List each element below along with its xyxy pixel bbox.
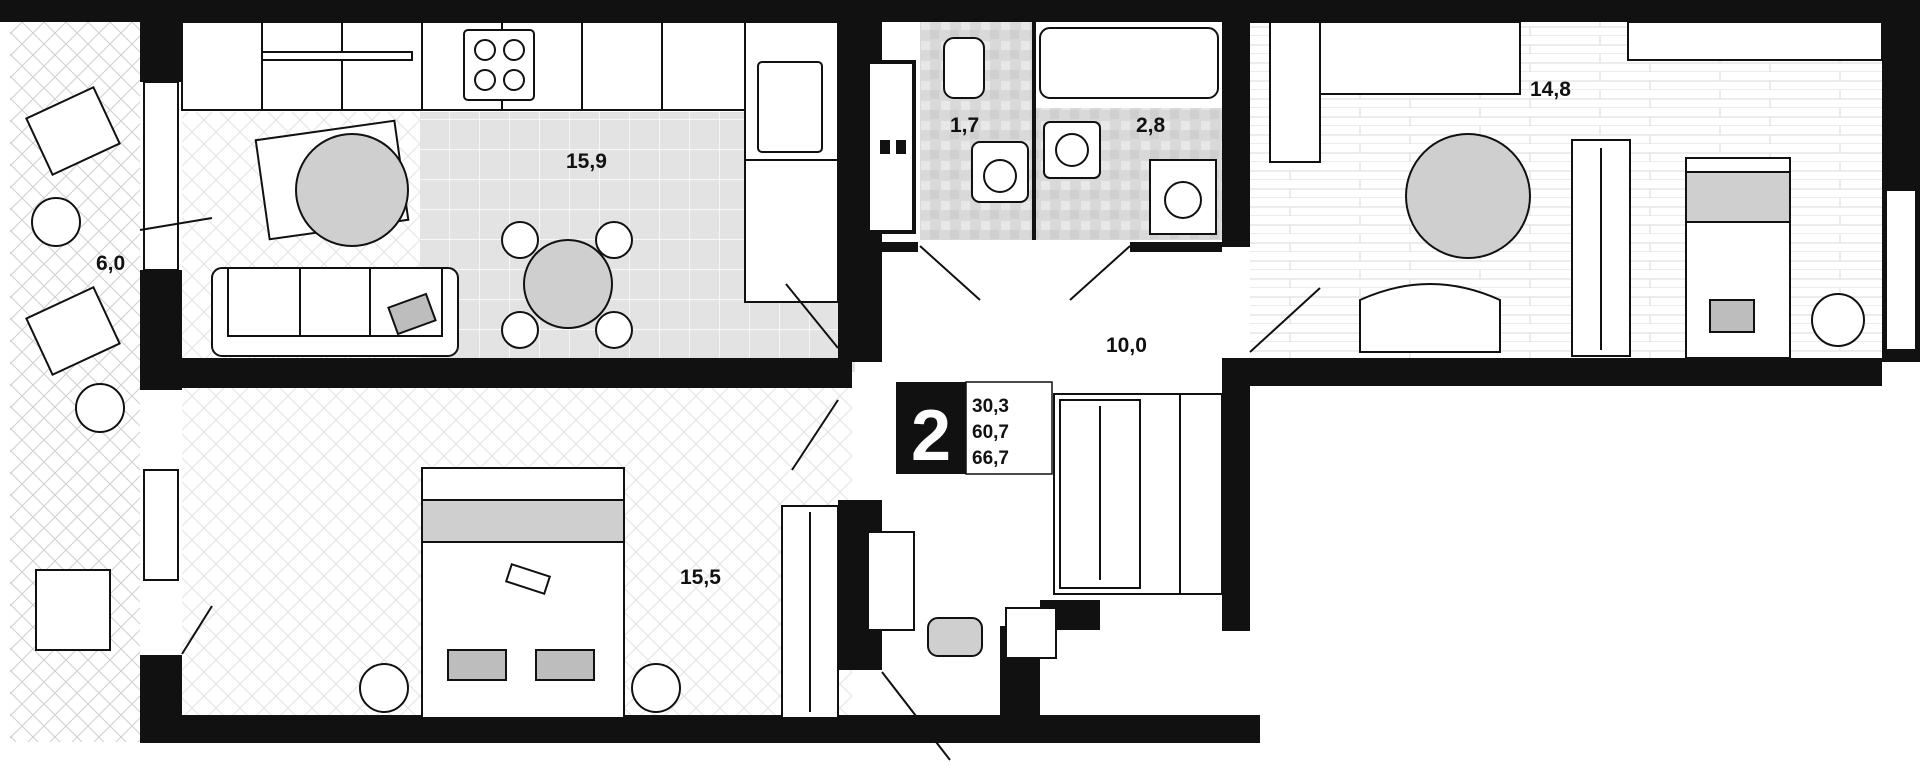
hall-rug [927, 617, 983, 657]
shoe-bench [867, 531, 915, 631]
wardrobe-right [1571, 139, 1631, 357]
wardrobe-left [781, 505, 839, 719]
room-area-kitchen-living: 15,9 [566, 150, 607, 173]
desk-area [1250, 21, 1883, 163]
bed-left [421, 467, 625, 719]
room-area-bedroom-left: 15,5 [680, 566, 721, 589]
room-area-toilet: 1,7 [950, 114, 979, 137]
round-rug-right [1405, 133, 1531, 259]
armchair-right [1359, 283, 1501, 353]
room-area-balcony: 6,0 [96, 252, 125, 275]
hall-wardrobe [1053, 393, 1223, 595]
room-area-hall: 10,0 [1106, 334, 1147, 357]
rooms-count: 2 [911, 396, 951, 476]
totals-box [965, 381, 1053, 475]
total-living-area: 30,3 [972, 396, 1009, 417]
bed-right [1685, 157, 1791, 359]
side-table-right [1811, 293, 1865, 347]
dining-table [501, 221, 633, 349]
round-rug [295, 133, 409, 247]
bathroom-fixtures [1039, 27, 1219, 235]
balcony-furniture [25, 85, 125, 651]
toilet-fixtures [943, 37, 1029, 203]
door-swings [139, 217, 1321, 761]
kitchen-counter [181, 21, 839, 303]
total-area: 60,7 [972, 422, 1009, 443]
room-area-bedroom-right: 14,8 [1530, 78, 1571, 101]
sofa [211, 267, 459, 357]
windows [143, 81, 1917, 581]
room-area-bathroom: 2,8 [1136, 114, 1166, 137]
hall-stool [1005, 607, 1057, 659]
rooms-badge [896, 382, 966, 474]
nightstand-left [359, 663, 409, 713]
nightstand-right [631, 663, 681, 713]
shaft [866, 60, 916, 234]
total-area-with-balcony: 66,7 [972, 448, 1009, 469]
